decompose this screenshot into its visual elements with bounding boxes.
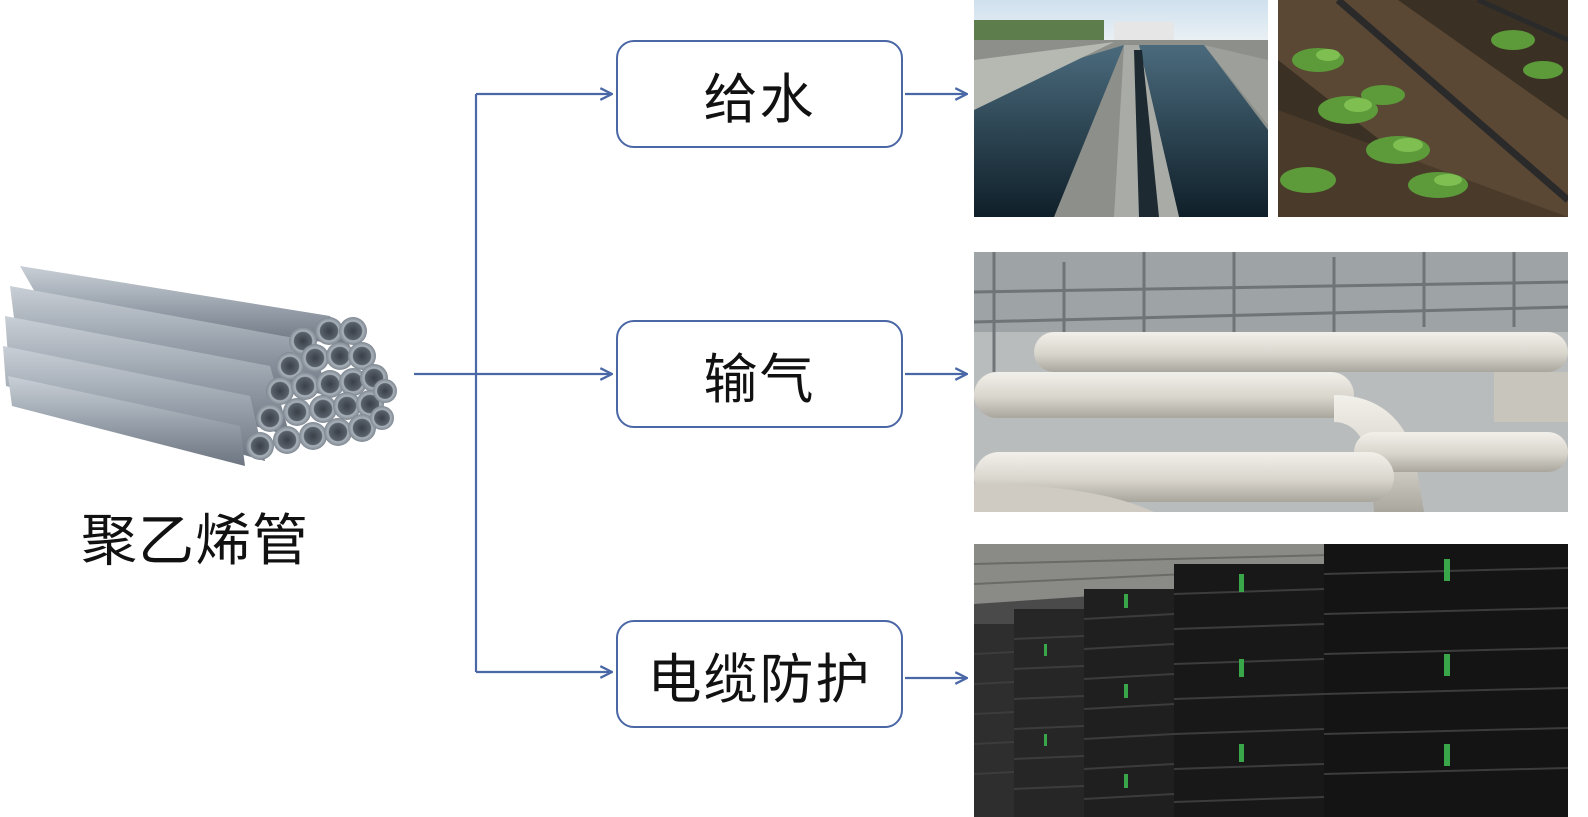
pipe-ends [246, 317, 397, 460]
cable-conduit-photo [974, 544, 1568, 817]
source-label: 聚乙烯管 [81, 509, 309, 574]
pipe-bodies [3, 266, 350, 466]
category-cable-protection: 电缆防护 [616, 620, 903, 728]
category-gas-transmission: 输气 [616, 320, 903, 428]
polyethylene-pipe-stack-icon [3, 266, 397, 466]
category-water-supply: 给水 [616, 40, 903, 148]
sewage-treatment-photo [974, 0, 1268, 217]
category-label: 电缆防护 [647, 647, 872, 711]
drip-irrigation-photo [1278, 0, 1568, 217]
category-label: 输气 [703, 347, 816, 411]
category-label: 给水 [703, 67, 816, 131]
gas-pipeline-photo [974, 252, 1568, 512]
